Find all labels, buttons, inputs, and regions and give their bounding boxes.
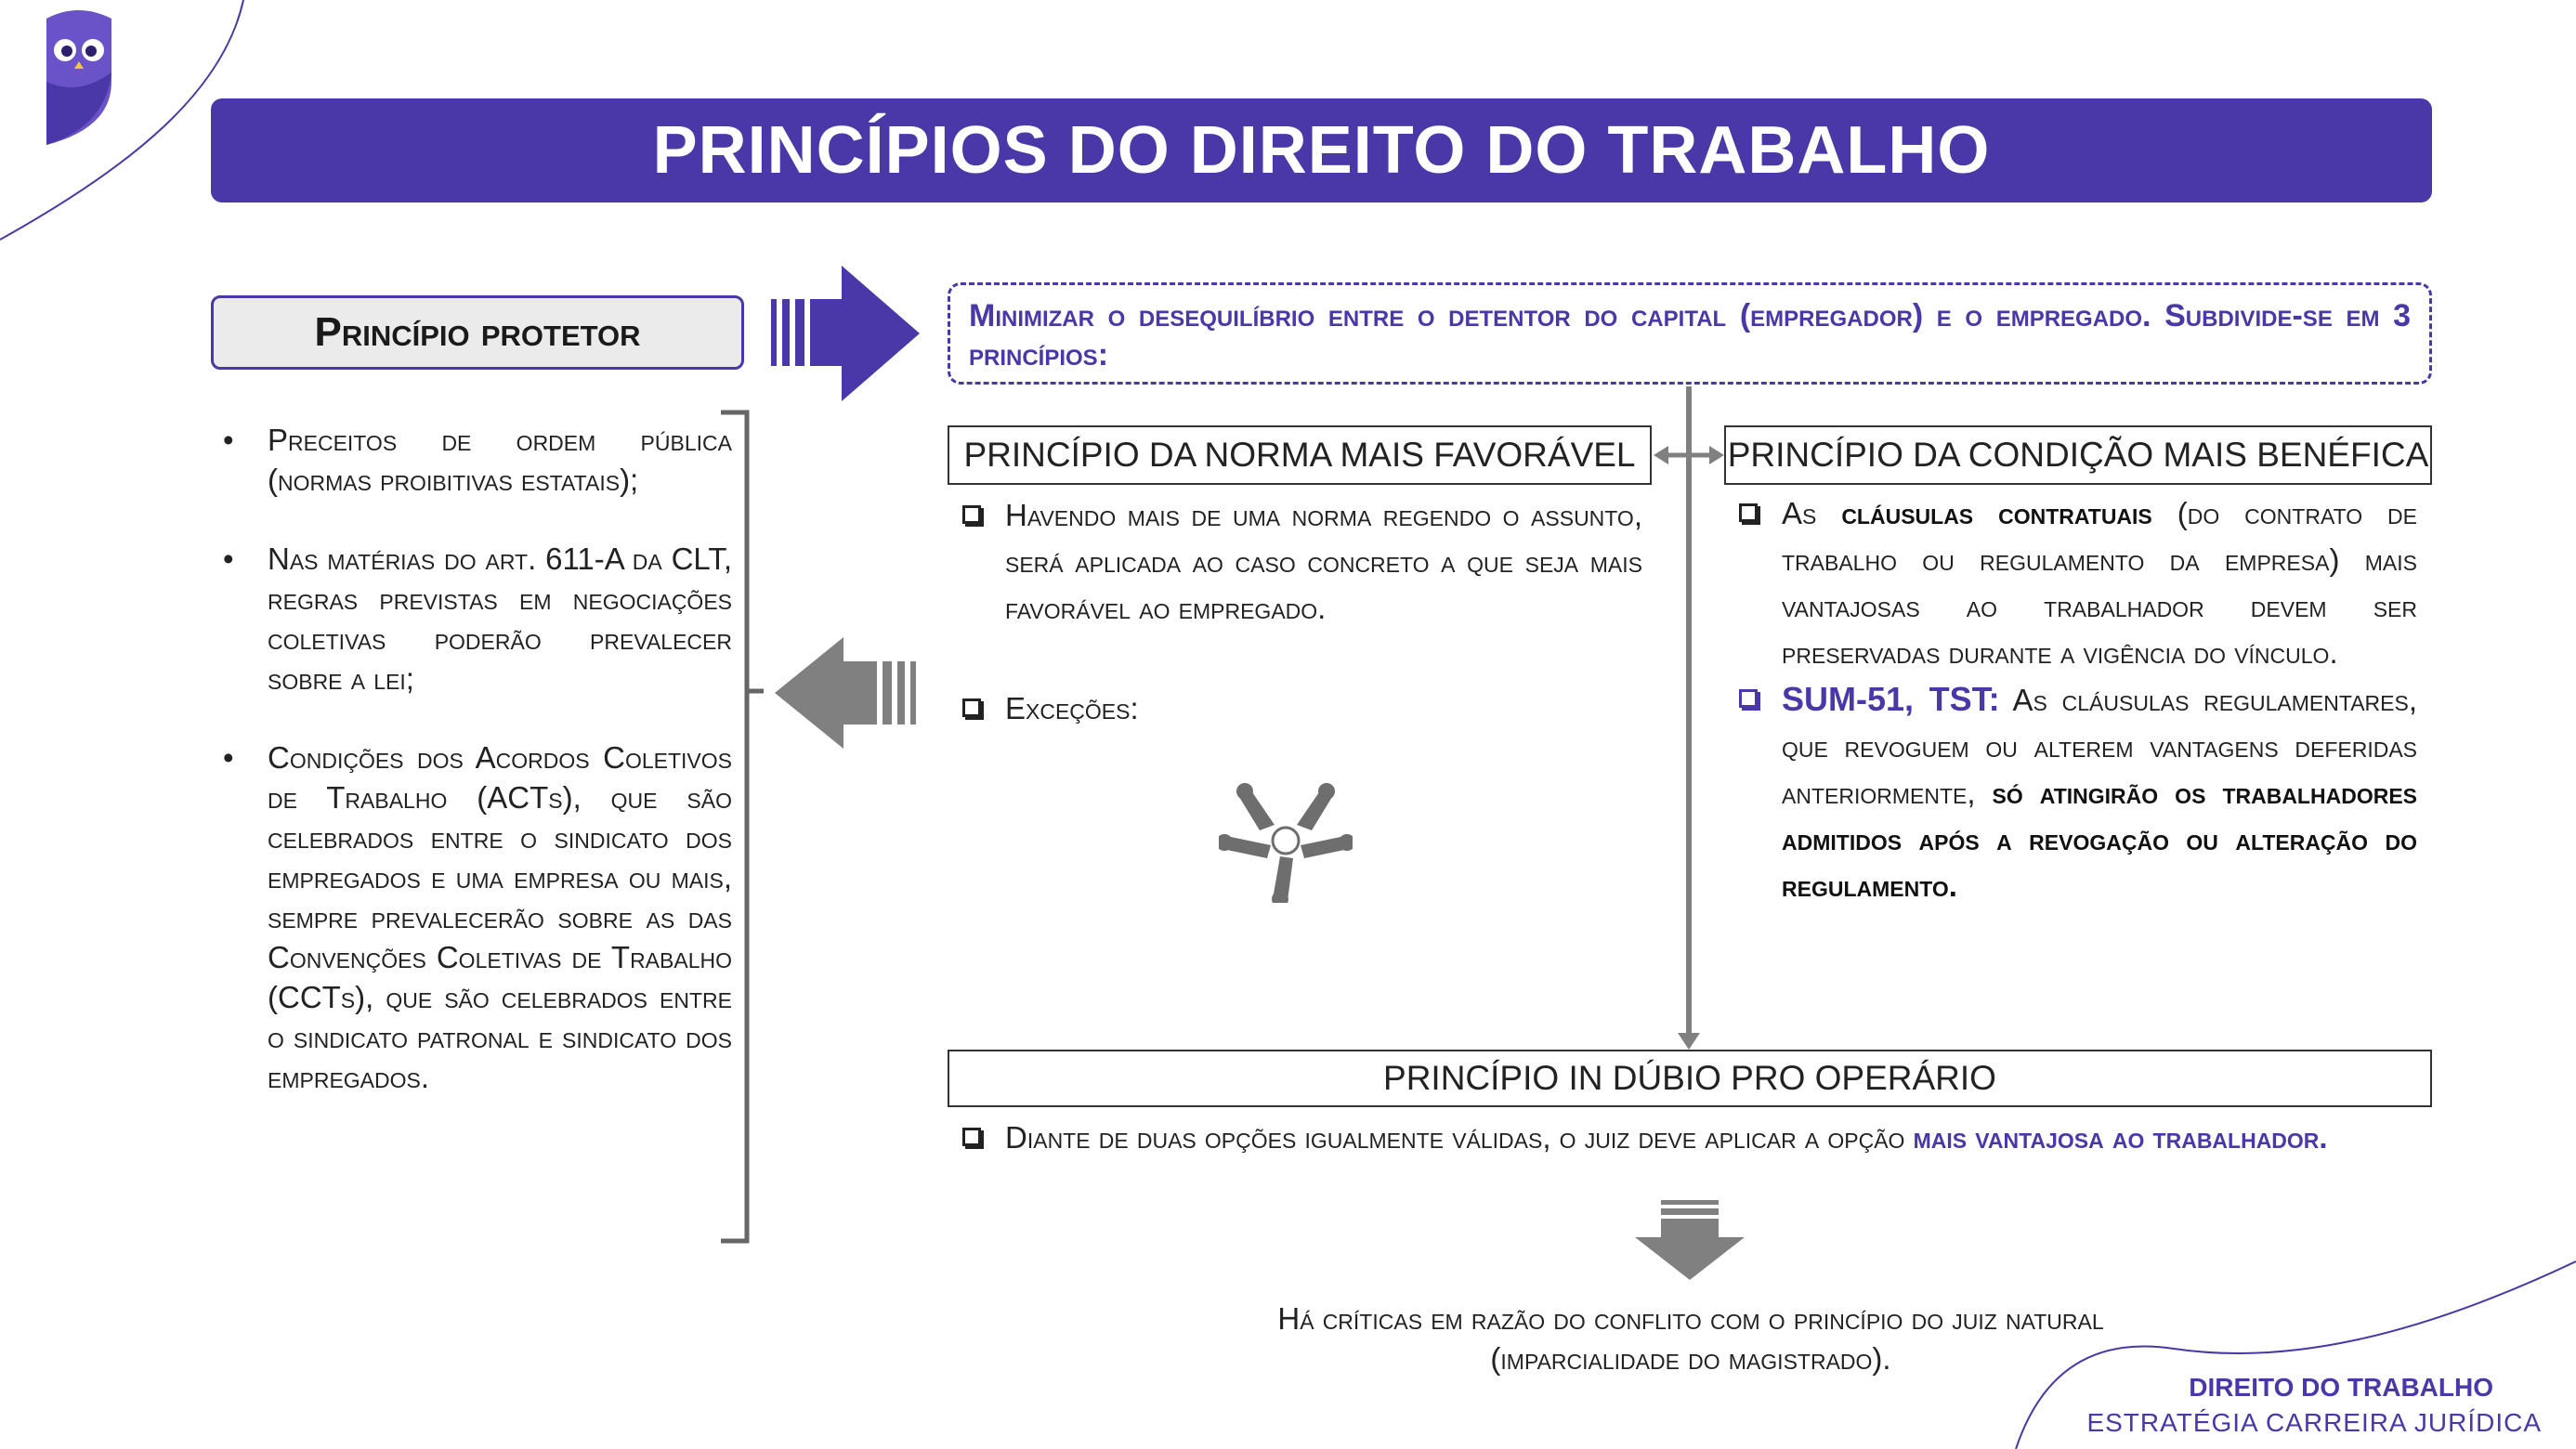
principio-protetor-label: Princípio protetor <box>314 309 641 355</box>
dubio-heading-text: PRINCÍPIO IN DÚBIO PRO OPERÁRIO <box>1383 1059 1996 1097</box>
page-title: PRINCÍPIOS DO DIREITO DO TRABALHO <box>652 113 1991 188</box>
summary-text: Minimizar o desequilíbrio entre o detent… <box>969 298 2411 372</box>
footer-title: DIREITO DO TRABALHO <box>2189 1373 2493 1402</box>
condicao-item1-pre: As <box>1782 496 1842 530</box>
arrow-down-icon <box>1635 1200 1745 1280</box>
arrow-left-icon <box>775 637 916 749</box>
norma-heading-text: PRINCÍPIO DA NORMA MAIS FAVORÁVEL <box>963 436 1636 474</box>
dubio-item: Diante de duas opções igualmente válidas… <box>962 1115 2417 1161</box>
condicao-item2-text: As cláusulas regulamentares, que revogue… <box>1782 683 2417 810</box>
dubio-list: Diante de duas opções igualmente válidas… <box>962 1115 2417 1161</box>
in-dubio-pro-operario-heading: PRINCÍPIO IN DÚBIO PRO OPERÁRIO <box>948 1050 2432 1107</box>
sumula-reference: SUM-51, TST: <box>1782 680 2000 718</box>
condicao-list: As cláusulas contratuais (do contrato de… <box>1739 490 2417 909</box>
condicao-item2-bold: só atingirão os trabalhadores admitidos … <box>1782 776 2417 903</box>
condicao-item: SUM-51, TST: As cláusulas regulamentares… <box>1739 676 2417 909</box>
norma-mais-favoravel-heading: PRINCÍPIO DA NORMA MAIS FAVORÁVEL <box>948 425 1652 485</box>
protetor-item: Condições dos Acordos Coletivos de Traba… <box>219 738 732 1097</box>
norma-item-text: Havendo mais de uma norma regendo o assu… <box>1005 498 1642 625</box>
checkbox-bullet-icon <box>1739 689 1758 708</box>
summary-box: Minimizar o desequilíbrio entre o detent… <box>948 282 2432 385</box>
protetor-item: Nas matérias do art. 611-A da CLT, regra… <box>219 539 732 698</box>
protetor-item: Preceitos de ordem pública (normas proib… <box>219 420 732 500</box>
condicao-item1-bold: cláusulas contratuais <box>1841 496 2152 530</box>
right-bracket <box>721 410 764 1244</box>
title-bar: PRINCÍPIOS DO DIREITO DO TRABALHO <box>211 98 2432 202</box>
norma-list: Havendo mais de uma norma regendo o assu… <box>962 492 1642 732</box>
principio-protetor-box: Princípio protetor <box>211 295 744 370</box>
hands-together-icon <box>1219 783 1353 903</box>
footer-subtitle: ESTRATÉGIA CARREIRA JURÍDICA <box>2086 1408 2542 1437</box>
criticas-text: Há críticas em razão do conflito com o p… <box>1277 1301 2104 1376</box>
checkbox-bullet-icon <box>1739 503 1758 522</box>
dubio-text: Diante de duas opções igualmente válidas… <box>1005 1120 1914 1155</box>
norma-item: Havendo mais de uma norma regendo o assu… <box>962 492 1642 632</box>
condicao-item: As cláusulas contratuais (do contrato de… <box>1739 490 2417 676</box>
protetor-list: Preceitos de ordem pública (normas proib… <box>219 420 732 1136</box>
checkbox-bullet-icon <box>962 698 981 717</box>
checkbox-bullet-icon <box>962 1128 981 1146</box>
norma-excecoes-text: Exceções: <box>1005 691 1139 725</box>
condicao-item1-post: (do contrato de trabalho ou regulamento … <box>1782 496 2418 670</box>
checkbox-bullet-icon <box>962 505 981 524</box>
condicao-mais-benefica-heading: PRINCÍPIO DA CONDIÇÃO MAIS BENÉFICA <box>1724 425 2432 485</box>
norma-item: Exceções: <box>962 685 1642 732</box>
arrow-right-icon <box>771 266 920 401</box>
owl-logo-icon <box>46 10 111 145</box>
dubio-bold: mais vantajosa ao trabalhador. <box>1913 1120 2328 1155</box>
condicao-heading-text: PRINCÍPIO DA CONDIÇÃO MAIS BENÉFICA <box>1727 436 2429 474</box>
